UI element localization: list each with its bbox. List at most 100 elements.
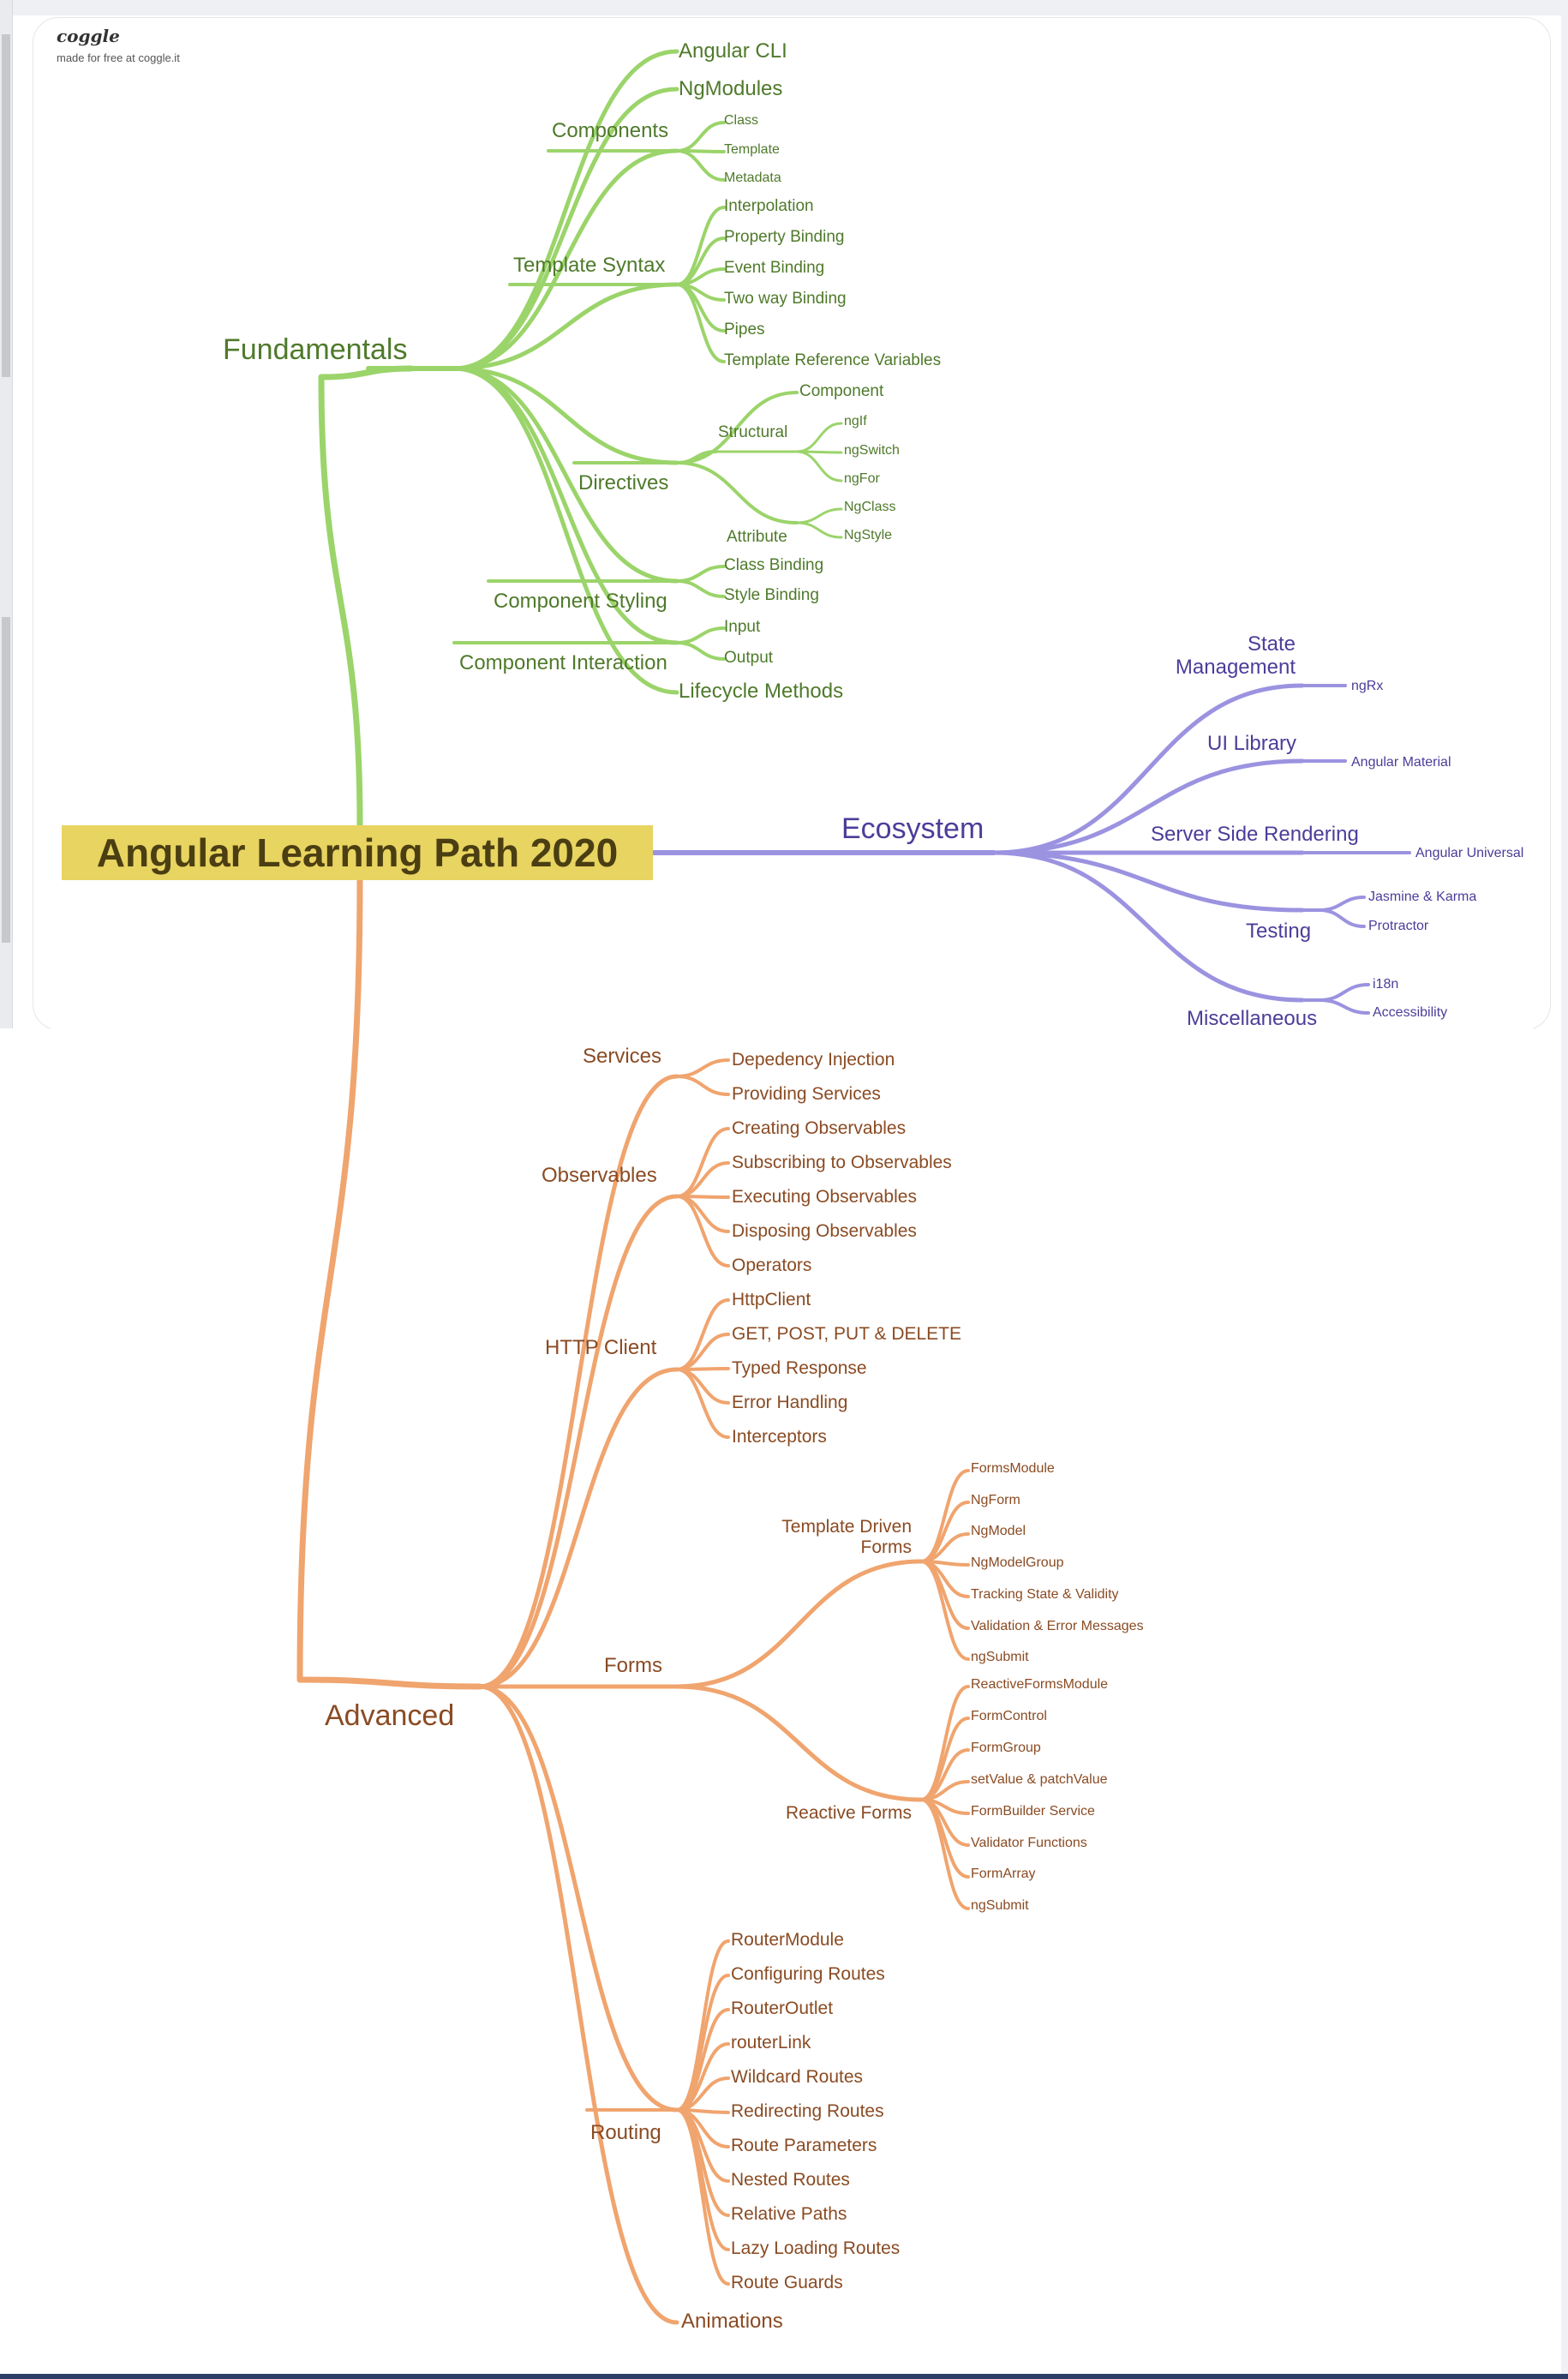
node-dependency-injection[interactable]: Depedency Injection <box>732 1050 895 1070</box>
node-components-class[interactable]: Class <box>724 113 759 128</box>
node-routing[interactable]: Routing <box>590 2121 661 2144</box>
node-observables[interactable]: Observables <box>542 1164 657 1187</box>
node-state-management-line1[interactable]: State <box>1247 632 1296 656</box>
node-reactive-item-7[interactable]: ngSubmit <box>971 1898 1029 1914</box>
node-operators[interactable]: Operators <box>732 1255 812 1275</box>
node-ngswitch[interactable]: ngSwitch <box>844 443 900 458</box>
node-jasmine-karma[interactable]: Jasmine & Karma <box>1368 890 1477 904</box>
node-routing-item-8[interactable]: Relative Paths <box>731 2204 847 2224</box>
node-ngstyle[interactable]: NgStyle <box>844 528 893 542</box>
node-reactive-item-0[interactable]: ReactiveFormsModule <box>971 1677 1109 1692</box>
node-reactive-item-3[interactable]: setValue & patchValue <box>971 1771 1108 1787</box>
node-routing-item-7[interactable]: Nested Routes <box>731 2170 850 2190</box>
node-routing-item-5[interactable]: Redirecting Routes <box>731 2101 884 2121</box>
node-template-driven-item-0[interactable]: FormsModule <box>971 1461 1055 1476</box>
node-reactive-item-6[interactable]: FormArray <box>971 1867 1036 1882</box>
node-pipes[interactable]: Pipes <box>724 321 765 339</box>
node-ngfor[interactable]: ngFor <box>844 471 880 486</box>
node-animations[interactable]: Animations <box>681 2310 783 2333</box>
node-ngrx[interactable]: ngRx <box>1351 679 1384 693</box>
node-routing-item-2[interactable]: RouterOutlet <box>731 1998 834 2018</box>
node-event-binding[interactable]: Event Binding <box>724 259 825 277</box>
node-template-driven-item-6[interactable]: ngSubmit <box>971 1650 1029 1665</box>
node-ngif[interactable]: ngIf <box>844 414 867 428</box>
node-routing-item-10[interactable]: Route Guards <box>731 2273 843 2292</box>
node-typed-response[interactable]: Typed Response <box>732 1358 867 1378</box>
node-output[interactable]: Output <box>724 649 774 667</box>
node-angular-universal[interactable]: Angular Universal <box>1415 846 1524 860</box>
node-state-management-line2[interactable]: Management <box>1175 656 1296 679</box>
node-i18n[interactable]: i18n <box>1373 977 1399 992</box>
scrollbar-thumb[interactable] <box>2 34 10 377</box>
node-forms[interactable]: Forms <box>604 1654 662 1677</box>
node-template-driven-item-1[interactable]: NgForm <box>971 1492 1020 1507</box>
node-template-driven-item-4[interactable]: Tracking State & Validity <box>971 1586 1119 1602</box>
node-directives[interactable]: Directives <box>578 471 669 494</box>
central-node[interactable]: Angular Learning Path 2020 <box>62 825 653 880</box>
node-disposing-observables[interactable]: Disposing Observables <box>732 1221 917 1241</box>
node-template-driven-forms-line2[interactable]: Forms <box>860 1537 913 1557</box>
node-fundamentals[interactable]: Fundamentals <box>223 333 408 366</box>
node-directive-component[interactable]: Component <box>799 382 884 400</box>
node-providing-services[interactable]: Providing Services <box>732 1084 881 1104</box>
node-miscellaneous[interactable]: Miscellaneous <box>1187 1007 1318 1030</box>
node-angular-material[interactable]: Angular Material <box>1351 755 1451 770</box>
node-reactive-forms[interactable]: Reactive Forms <box>785 1803 912 1823</box>
node-routing-item-0[interactable]: RouterModule <box>731 1930 844 1950</box>
node-advanced[interactable]: Advanced <box>325 1699 455 1732</box>
node-interpolation[interactable]: Interpolation <box>724 197 814 215</box>
node-template-syntax[interactable]: Template Syntax <box>513 254 666 277</box>
node-components-template[interactable]: Template <box>724 142 780 157</box>
node-angular-cli[interactable]: Angular CLI <box>679 39 787 63</box>
leaf-branch <box>675 121 726 153</box>
node-services[interactable]: Services <box>583 1045 662 1068</box>
node-reactive-item-5[interactable]: Validator Functions <box>971 1835 1087 1850</box>
node-accessibility[interactable]: Accessibility <box>1373 1005 1448 1020</box>
node-components[interactable]: Components <box>552 119 669 142</box>
node-creating-observables[interactable]: Creating Observables <box>732 1118 907 1138</box>
left-scrollbar[interactable]: ▲ <box>0 0 13 1028</box>
node-template-driven-item-5[interactable]: Validation & Error Messages <box>971 1618 1144 1633</box>
node-routing-item-4[interactable]: Wildcard Routes <box>731 2067 864 2087</box>
node-two-way-binding[interactable]: Two way Binding <box>724 290 847 308</box>
node-http-client[interactable]: HTTP Client <box>545 1336 657 1359</box>
browser-top-strip <box>0 0 1568 15</box>
branch-component-styling <box>452 366 679 584</box>
node-subscribing-observables[interactable]: Subscribing to Observables <box>732 1153 952 1172</box>
node-component-styling[interactable]: Component Styling <box>494 590 667 613</box>
node-ecosystem[interactable]: Ecosystem <box>841 812 984 845</box>
node-component-interaction[interactable]: Component Interaction <box>459 651 667 674</box>
node-ssr[interactable]: Server Side Rendering <box>1151 823 1359 846</box>
node-reactive-item-4[interactable]: FormBuilder Service <box>971 1803 1095 1819</box>
node-input[interactable]: Input <box>724 618 761 636</box>
node-routing-item-6[interactable]: Route Parameters <box>731 2136 877 2155</box>
node-attribute[interactable]: Attribute <box>727 528 787 546</box>
node-get-post-put-delete[interactable]: GET, POST, PUT & DELETE <box>732 1324 962 1344</box>
node-lifecycle-methods[interactable]: Lifecycle Methods <box>679 680 844 703</box>
node-reactive-item-1[interactable]: FormControl <box>971 1708 1047 1723</box>
node-template-driven-item-3[interactable]: NgModelGroup <box>971 1555 1064 1571</box>
node-reactive-item-2[interactable]: FormGroup <box>971 1740 1041 1755</box>
node-property-binding[interactable]: Property Binding <box>724 228 845 246</box>
node-error-handling[interactable]: Error Handling <box>732 1393 848 1412</box>
node-interceptors[interactable]: Interceptors <box>732 1427 827 1447</box>
node-class-binding[interactable]: Class Binding <box>724 556 824 574</box>
node-ngclass[interactable]: NgClass <box>844 500 896 514</box>
node-routing-item-1[interactable]: Configuring Routes <box>731 1964 885 1984</box>
node-components-metadata[interactable]: Metadata <box>724 171 781 185</box>
node-testing[interactable]: Testing <box>1246 920 1312 943</box>
node-executing-observables[interactable]: Executing Observables <box>732 1187 917 1207</box>
node-style-binding[interactable]: Style Binding <box>724 586 819 604</box>
node-template-reference-variables[interactable]: Template Reference Variables <box>724 351 942 369</box>
coggle-logo[interactable]: coggle <box>57 26 120 46</box>
node-ngmodules[interactable]: NgModules <box>679 77 783 100</box>
node-routing-item-9[interactable]: Lazy Loading Routes <box>731 2238 901 2258</box>
node-routing-item-3[interactable]: routerLink <box>731 2033 811 2052</box>
node-structural[interactable]: Structural <box>718 423 788 441</box>
node-ui-library[interactable]: UI Library <box>1207 732 1297 755</box>
node-httpclient[interactable]: HttpClient <box>732 1290 811 1309</box>
node-template-driven-item-2[interactable]: NgModel <box>971 1524 1026 1539</box>
node-protractor[interactable]: Protractor <box>1368 919 1429 933</box>
scrollbar-thumb-secondary[interactable] <box>2 617 10 943</box>
node-template-driven-forms-line1[interactable]: Template Driven <box>781 1517 912 1537</box>
